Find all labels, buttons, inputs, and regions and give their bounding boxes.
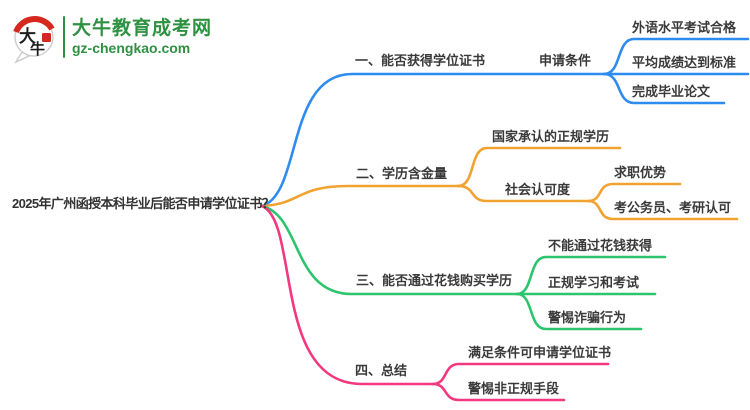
logo-seal-icon (42, 33, 51, 42)
branch-2-sub-label: 社会认可度 (505, 182, 571, 197)
branch-1-leaf-1: 外语水平考试合格 (632, 20, 737, 35)
branch-3-leaf-1: 不能通过花钱获得 (548, 238, 653, 253)
branch-3-leaf-2: 正规学习和考试 (548, 275, 640, 290)
branch-1-leaf-3: 完成毕业论文 (632, 84, 711, 99)
branch-3-lines (260, 204, 667, 331)
branch-3-leaf-3: 警惕诈骗行为 (548, 310, 627, 325)
branch-2-leaf-3: 考公务员、考研认可 (614, 200, 732, 215)
logo-title: 大牛教育成考网 (72, 18, 213, 40)
branch-2-lines (260, 146, 739, 221)
branch-4-leaf-2: 警惕非正规手段 (468, 381, 560, 396)
branch-1-sub-label: 申请条件 (539, 53, 592, 68)
logo-char-top: 大 (19, 26, 36, 46)
branch-4-lines (260, 204, 610, 402)
branch-1-leaf-2: 平均成绩达到标准 (632, 55, 737, 70)
logo-bull-icon: 大 牛 (13, 16, 55, 64)
branch-2-label: 二、学历含金量 (356, 166, 448, 181)
branch-4-leaf-1: 满足条件可申请学位证书 (468, 345, 612, 360)
branch-2-leaf-1: 国家承认的正规学历 (492, 129, 610, 144)
branch-1-label: 一、能否获得学位证书 (355, 53, 486, 68)
logo-divider (63, 16, 65, 58)
site-logo[interactable]: 大 牛 大牛教育成考网 gz-chengkao.com (10, 10, 212, 64)
branch-2-leaf-2: 求职优势 (614, 165, 667, 180)
branch-3-label: 三、能否通过花钱购买学历 (356, 273, 513, 288)
logo-domain: gz-chengkao.com (72, 39, 191, 56)
branch-4-label: 四、总结 (355, 363, 408, 378)
logo-char-bottom: 牛 (30, 40, 45, 58)
logo-red-arc (13, 16, 55, 34)
branch-1-lines (260, 37, 750, 208)
root-topic: 2025年广州函授本科毕业后能否申请学位证书？ (12, 196, 275, 211)
